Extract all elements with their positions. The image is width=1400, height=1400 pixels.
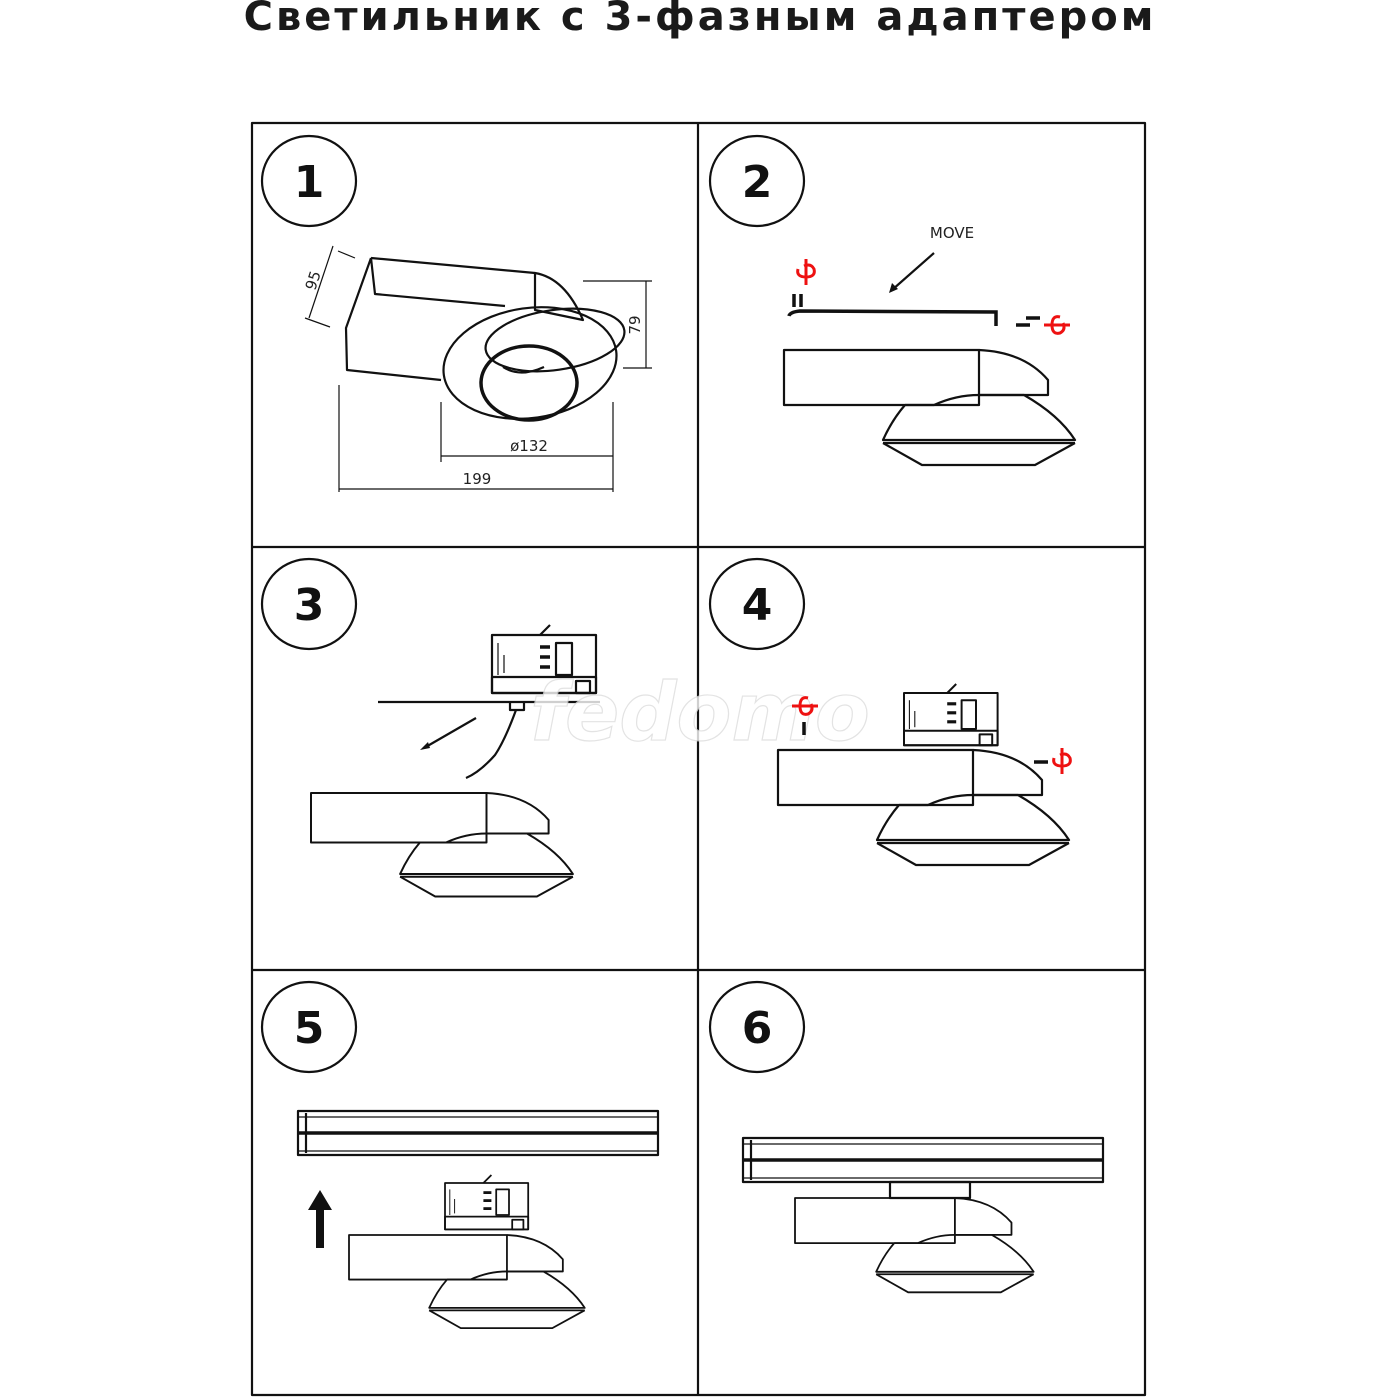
watermark-logo: fedomo bbox=[530, 666, 870, 759]
rotate-screw-icon bbox=[796, 257, 816, 287]
lamp-dimension-drawing: 95 79 ø132 199 bbox=[302, 245, 652, 492]
step-1-badge: 1 bbox=[260, 134, 358, 228]
step-6-mounted-lamp bbox=[741, 1136, 1105, 1294]
page-title: Светильник с 3-фазным адаптером bbox=[243, 0, 1157, 40]
rotate-screw-icon bbox=[1052, 746, 1072, 776]
step-2-remove-cover: MOVE bbox=[782, 224, 1077, 467]
panel-grid bbox=[250, 121, 1147, 1397]
step-number: 4 bbox=[742, 580, 773, 631]
move-arrow-icon bbox=[891, 252, 935, 291]
move-label: MOVE bbox=[930, 224, 974, 242]
step-number: 6 bbox=[742, 1003, 773, 1054]
step-3-connect-adapter: fedomo bbox=[310, 623, 870, 898]
step-number: 5 bbox=[294, 1003, 325, 1054]
rotate-screw-icon bbox=[1042, 315, 1072, 335]
up-arrow-icon bbox=[308, 1190, 332, 1248]
step-number: 3 bbox=[294, 580, 325, 631]
step-3-badge: 3 bbox=[260, 557, 358, 651]
length-dimension: 199 bbox=[463, 470, 492, 488]
step-6-badge: 6 bbox=[708, 980, 806, 1074]
depth-dimension: 95 bbox=[302, 269, 325, 293]
step-4-badge: 4 bbox=[708, 557, 806, 651]
step-4-fix-adapter bbox=[776, 682, 1072, 867]
step-2-badge: 2 bbox=[708, 134, 806, 228]
step-number: 2 bbox=[742, 157, 773, 208]
step-number: 1 bbox=[294, 157, 325, 208]
diameter-dimension: ø132 bbox=[510, 437, 548, 455]
height-dimension: 79 bbox=[626, 315, 644, 334]
step-5-badge: 5 bbox=[260, 980, 358, 1074]
step-5-insert-into-track bbox=[296, 1109, 660, 1330]
